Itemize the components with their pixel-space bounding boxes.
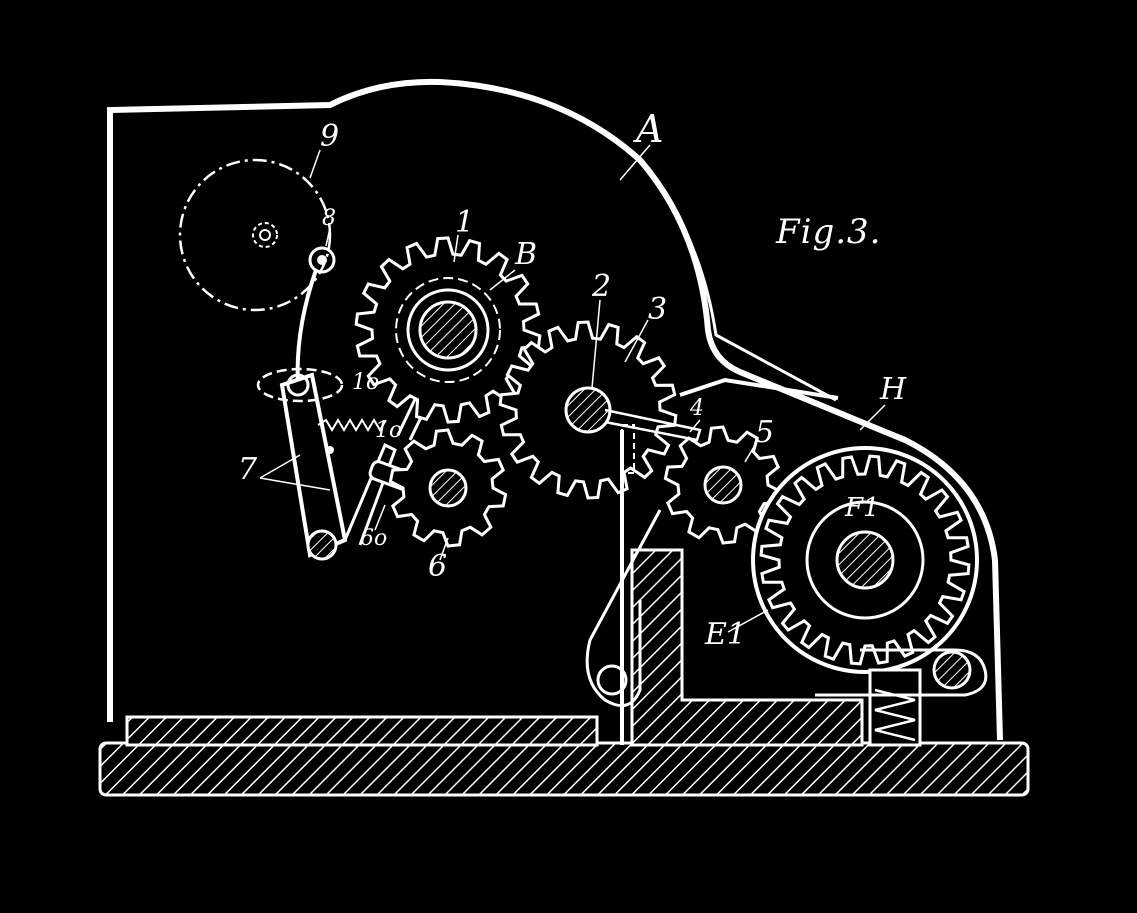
pawl-6o xyxy=(343,442,397,546)
wheel-e1-hub-ring xyxy=(805,500,925,620)
label-f1: F1 xyxy=(845,493,880,523)
hook-arm xyxy=(585,509,662,708)
shaft-2 xyxy=(564,386,612,434)
label-5: 5 xyxy=(755,415,775,450)
lever-slot xyxy=(256,367,344,403)
lever-pivot xyxy=(306,529,338,561)
label-b: B xyxy=(515,237,538,272)
support-spring xyxy=(874,688,916,742)
label-6o: 6o xyxy=(360,526,388,551)
label-1: 1 xyxy=(455,205,475,240)
label-a: A xyxy=(636,107,664,151)
spool-9 xyxy=(178,158,332,312)
label-e1: E1 xyxy=(705,617,746,652)
cover-plate xyxy=(679,377,839,400)
figure-title: Fig.3. xyxy=(776,212,882,252)
spool-hub-core xyxy=(259,229,271,241)
shaft-6 xyxy=(428,468,468,508)
support-post xyxy=(868,668,922,747)
pin-8-core xyxy=(317,255,327,265)
lever-top-pivot xyxy=(286,373,310,397)
base-plate-lower xyxy=(98,741,1030,797)
support-pin xyxy=(932,650,972,690)
lever-7 xyxy=(279,372,348,558)
support-foot xyxy=(815,648,988,697)
spring xyxy=(317,418,387,432)
label-1o-lower: 1o xyxy=(375,418,403,443)
cord xyxy=(295,269,318,386)
shaft-b xyxy=(418,300,478,360)
label-2: 2 xyxy=(592,269,612,304)
label-8: 8 xyxy=(322,206,336,231)
label-h: H xyxy=(880,372,907,407)
hook-ring xyxy=(596,664,628,696)
pin-8 xyxy=(308,246,336,274)
label-7: 7 xyxy=(238,452,258,487)
l-bracket xyxy=(630,548,864,747)
spool-hub xyxy=(252,222,278,248)
label-3: 3 xyxy=(648,292,668,327)
label-6: 6 xyxy=(428,549,448,584)
label-1o-upper: 1o xyxy=(352,370,380,395)
link-4 xyxy=(604,408,702,442)
lever-dot xyxy=(326,446,334,454)
label-9: 9 xyxy=(320,119,340,154)
gear-1-pitch xyxy=(395,277,501,383)
base-plate-upper xyxy=(125,715,599,747)
label-4: 4 xyxy=(690,396,704,421)
shaft-f1 xyxy=(835,530,895,590)
shaft-5 xyxy=(703,465,743,505)
housing-inner-lip xyxy=(638,159,837,402)
leader-lines xyxy=(259,144,886,633)
gear-1-hub xyxy=(406,288,490,372)
